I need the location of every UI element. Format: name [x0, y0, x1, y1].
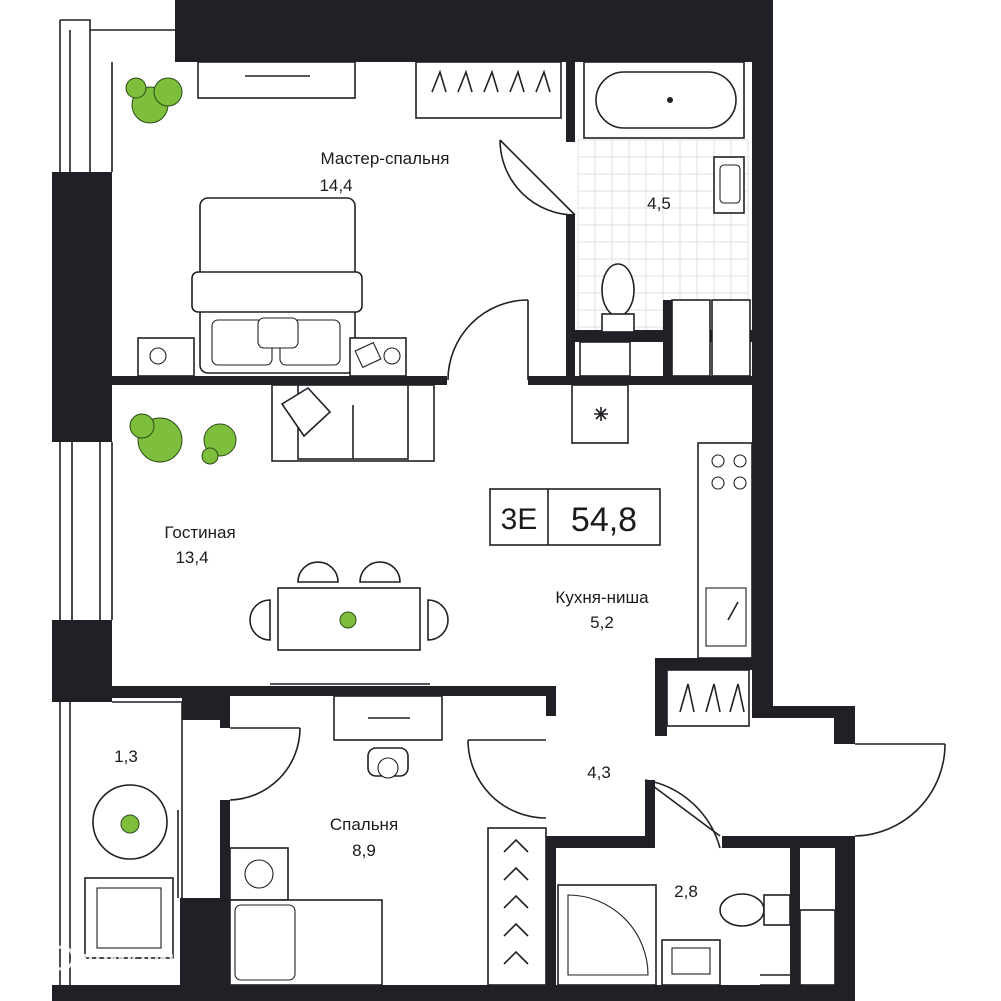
unit-badge: 3Е 54,8: [489, 488, 661, 546]
room-area-bathroom-2: 2,8: [674, 882, 698, 901]
room-name-master-bedroom: Мастер-спальня: [320, 149, 449, 168]
watermark-text: домклик: [80, 946, 180, 971]
room-area-master-bedroom: 14,4: [319, 176, 352, 195]
plant-balcony: [120, 814, 140, 834]
room-name-bedroom: Спальня: [330, 815, 398, 834]
master-bedroom-furniture: [137, 61, 562, 377]
bedroom-furniture: [229, 695, 547, 986]
living-room-furniture: [249, 384, 753, 727]
windows: [59, 19, 835, 986]
doors: [229, 139, 946, 849]
room-area-bedroom: 8,9: [352, 841, 376, 860]
walls: [52, 0, 855, 1001]
room-area-living-room: 13,4: [175, 548, 208, 567]
room-name-kitchen-niche: Кухня-ниша: [555, 588, 649, 607]
plants: [120, 77, 357, 834]
room-area-kitchen-niche: 5,2: [590, 613, 614, 632]
bathroom2-fixtures: [557, 884, 836, 986]
unit-type: 3Е: [501, 503, 538, 536]
balcony-furniture: [84, 784, 174, 959]
room-area-hallway: 4,3: [587, 763, 611, 782]
watermark: домклик: [49, 945, 180, 971]
plant-table: [339, 611, 357, 629]
room-area-bathroom-1: 4,5: [647, 194, 671, 213]
total-area: 54,8: [571, 501, 637, 539]
bathroom1-fixtures: [579, 61, 751, 377]
plant-living-2: [201, 423, 237, 465]
watermark-logo-icon: [49, 945, 75, 971]
plant-living-1: [129, 413, 183, 463]
plant-master-bedroom: [125, 77, 183, 124]
room-area-balcony: 1,3: [114, 747, 138, 766]
room-labels: Мастер-спальня 14,4 4,5 Гостиная 13,4 Ку…: [114, 149, 698, 901]
room-name-living-room: Гостиная: [164, 523, 235, 542]
